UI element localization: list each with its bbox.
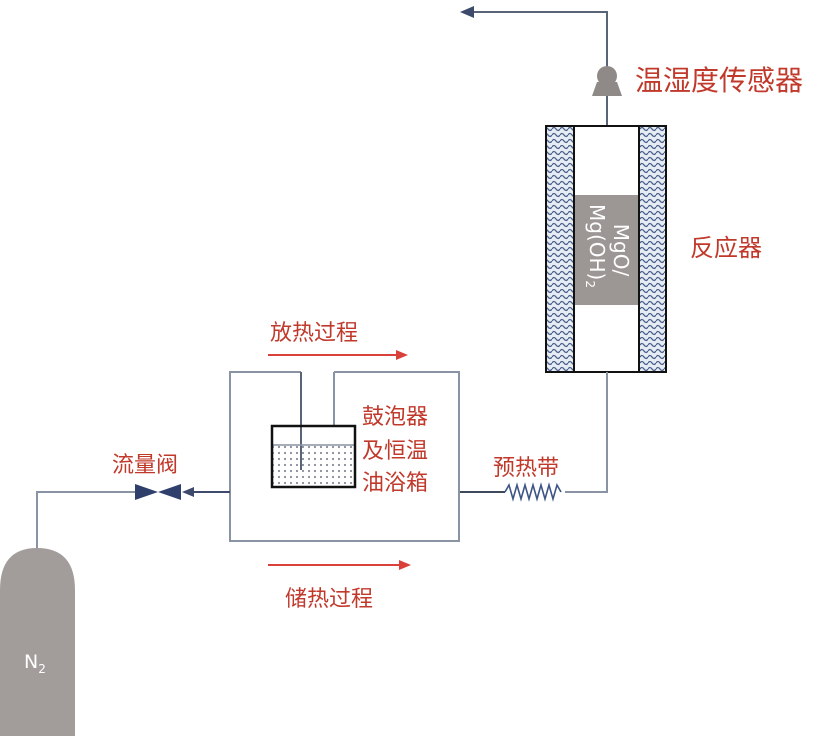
humidity-temperature-sensor-icon: [592, 66, 622, 125]
exothermic-process-label: 放热过程: [270, 321, 358, 346]
bubbler: [270, 424, 357, 489]
nitrogen-tank: N2: [0, 548, 75, 736]
outlet-pipe: [460, 6, 608, 70]
flow-arrow-icon: [182, 487, 194, 497]
svg-text:MgO/: MgO/: [609, 224, 633, 277]
exothermic-arrow-icon: [268, 350, 408, 360]
preheat-label: 预热带: [493, 456, 559, 481]
svg-text:Mg(OH)2: Mg(OH)2: [583, 204, 609, 288]
storage-arrow-icon: [268, 560, 411, 570]
flow-valve-icon[interactable]: [135, 484, 181, 500]
heat-storage-process-label: 储热过程: [285, 587, 373, 612]
reactor: MgO/ Mg(OH)2: [545, 125, 667, 373]
reactor-inlet-pipe: [565, 372, 608, 493]
reactor-label: 反应器: [690, 234, 762, 262]
material-label: MgO/ Mg(OH)2: [583, 204, 633, 288]
mgo-material-bed: [575, 195, 638, 305]
sensor-label: 温湿度传感器: [635, 64, 803, 97]
preheat-coil-icon: [459, 482, 562, 502]
feed-pipe: [36, 487, 230, 552]
flow-valve-label: 流量阀: [112, 453, 178, 478]
tank-label: N2: [24, 651, 46, 676]
outlet-arrow-icon: [460, 6, 474, 18]
bubbler-label: 鼓泡器 及恒温 油浴箱: [362, 405, 435, 496]
